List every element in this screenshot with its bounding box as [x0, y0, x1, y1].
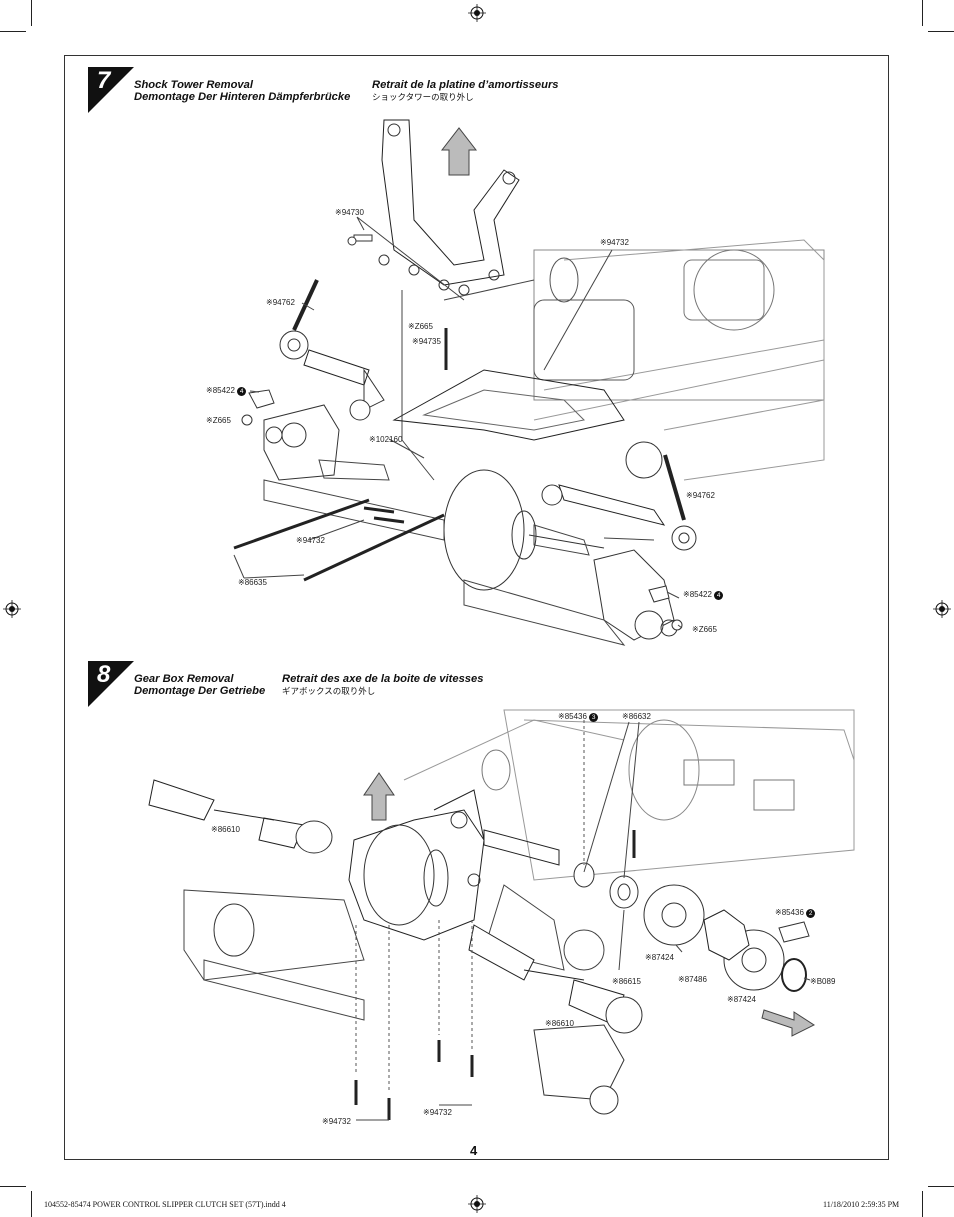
- badge-number-icon: 4: [714, 591, 724, 600]
- step-7-badge-icon: [88, 67, 134, 113]
- label-85436-right: ※85436 2: [775, 908, 816, 918]
- registration-mark-left-icon: [3, 600, 21, 618]
- label-z665-a: ※Z665: [408, 322, 433, 331]
- step-7-number: 7: [97, 67, 111, 94]
- label-87424-a: ※87424: [645, 953, 674, 962]
- crop-mark-tr-h: [928, 31, 954, 32]
- step-7-title-de: Demontage Der Hinteren Dämpferbrücke: [134, 91, 351, 103]
- crop-mark-tr-v: [922, 0, 923, 26]
- step-7-title-en: Shock Tower Removal: [134, 79, 253, 91]
- label-94735: ※94735: [412, 337, 441, 346]
- label-94762-left: ※94762: [266, 298, 295, 307]
- step-8-badge-icon: [88, 661, 134, 707]
- step-8-title-jp: ギアボックスの取り外し: [282, 686, 376, 696]
- step-7-title-fr: Retrait de la platine d’amortisseurs: [372, 79, 559, 91]
- crop-mark-bl-h: [0, 1186, 26, 1187]
- label-94732-right: ※94732: [423, 1108, 452, 1117]
- label-z665-right: ※Z665: [692, 625, 717, 634]
- badge-number-icon: 4: [237, 387, 247, 396]
- step-7-exploded-diagram: [64, 100, 889, 660]
- label-94732-bottom: ※94732: [296, 536, 325, 545]
- label-94730: ※94730: [335, 208, 364, 217]
- label-b089: ※B089: [810, 977, 836, 986]
- registration-mark-bottom-icon: [468, 1195, 486, 1213]
- label-87424-b: ※87424: [727, 995, 756, 1004]
- label-86615: ※86615: [612, 977, 641, 986]
- label-85422-left: ※85422 4: [206, 386, 247, 396]
- crop-mark-br-h: [928, 1186, 954, 1187]
- badge-number-icon: 2: [806, 909, 816, 918]
- page-frame: [64, 55, 889, 1160]
- label-87486: ※87486: [678, 975, 707, 984]
- badge-number-icon: 3: [589, 713, 599, 722]
- label-85422-right: ※85422 4: [683, 590, 724, 600]
- step-8-title-de: Demontage Der Getriebe: [134, 685, 266, 697]
- label-z665-left: ※Z665: [206, 416, 231, 425]
- footer-date: 11/18/2010 2:59:35 PM: [823, 1200, 900, 1209]
- crop-mark-bl-v: [31, 1191, 32, 1217]
- footer-file-name: 104552-85474 POWER CONTROL SLIPPER CLUTC…: [44, 1200, 286, 1209]
- page-number: 4: [470, 1143, 478, 1158]
- step-8-number: 8: [97, 661, 111, 688]
- label-86610-left: ※86610: [211, 825, 240, 834]
- crop-mark-tl-v: [31, 0, 32, 26]
- label-85436-top: ※85436 3: [558, 712, 599, 722]
- step-8-title-fr: Retrait des axe de la boite de vitesses: [282, 673, 484, 685]
- label-102160: ※102160: [369, 435, 403, 444]
- step-8-title-en: Gear Box Removal: [134, 673, 234, 685]
- label-94732-left: ※94732: [322, 1117, 351, 1126]
- registration-mark-top-icon: [468, 4, 486, 22]
- label-86632: ※86632: [622, 712, 651, 721]
- registration-mark-right-icon: [933, 600, 951, 618]
- label-94762-right: ※94762: [686, 491, 715, 500]
- label-94732-top: ※94732: [600, 238, 629, 247]
- label-86610-bottom: ※86610: [545, 1019, 574, 1028]
- crop-mark-tl-h: [0, 31, 26, 32]
- step-8-exploded-diagram: [64, 700, 889, 1140]
- crop-mark-br-v: [922, 1191, 923, 1217]
- step-7-title-jp: ショックタワーの取り外し: [372, 92, 474, 102]
- label-86635: ※86635: [238, 578, 267, 587]
